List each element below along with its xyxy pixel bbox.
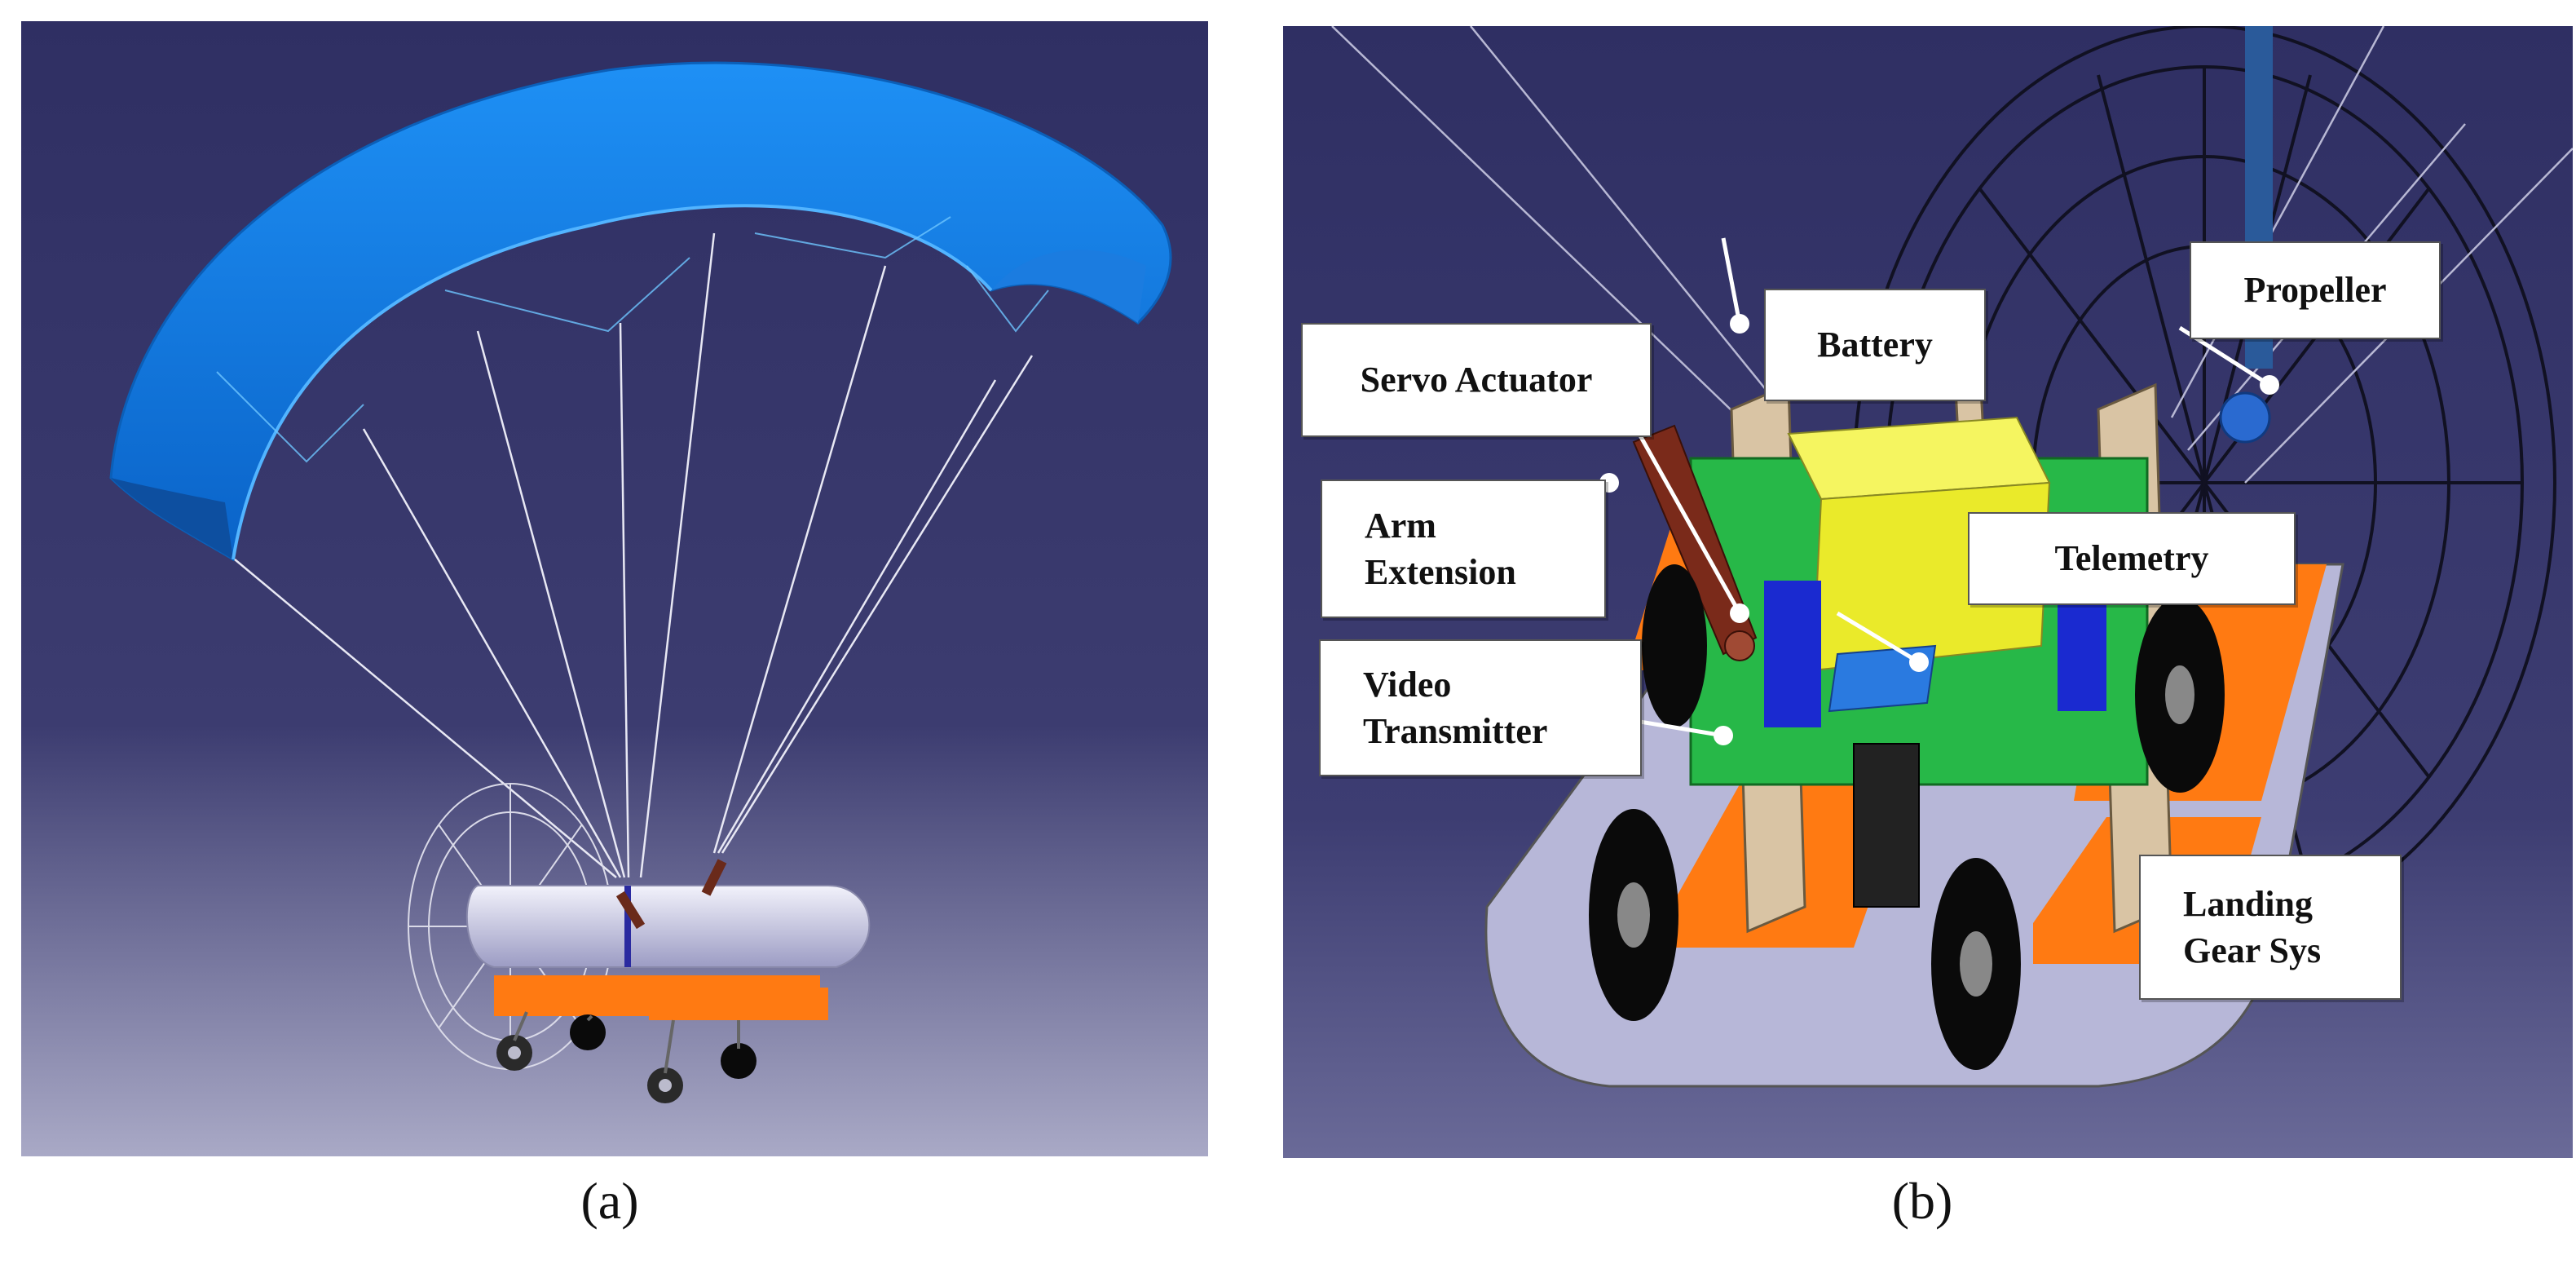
panel-b-component-layout: Servo Actuator Battery Propeller Arm Ext… xyxy=(1283,26,2573,1158)
panel-a-paramotor-render xyxy=(21,21,1208,1156)
servo-actuator xyxy=(1764,581,1821,727)
label-video-transmitter: Video Transmitter xyxy=(1319,639,1642,776)
telemetry-module xyxy=(1828,644,1937,713)
landing-wheels xyxy=(496,1011,756,1103)
label-telemetry: Telemetry xyxy=(1968,512,2296,605)
label-propeller: Propeller xyxy=(2190,241,2441,339)
label-arm-extension: Arm Extension xyxy=(1321,480,1606,618)
label-landing-gear-sys: Landing Gear Sys xyxy=(2139,855,2402,1000)
fuselage xyxy=(465,859,871,1020)
landing-wheels xyxy=(1589,564,2225,1070)
caption-b: (b) xyxy=(1891,1172,1953,1230)
paramotor-render-a xyxy=(21,21,1208,1156)
propeller-hub xyxy=(2219,391,2271,444)
caption-a: (a) xyxy=(580,1172,639,1230)
paraglider-canopy xyxy=(109,61,1172,562)
suspension-lines xyxy=(234,232,1034,878)
label-battery: Battery xyxy=(1764,289,1986,401)
label-servo-actuator: Servo Actuator xyxy=(1301,323,1652,437)
